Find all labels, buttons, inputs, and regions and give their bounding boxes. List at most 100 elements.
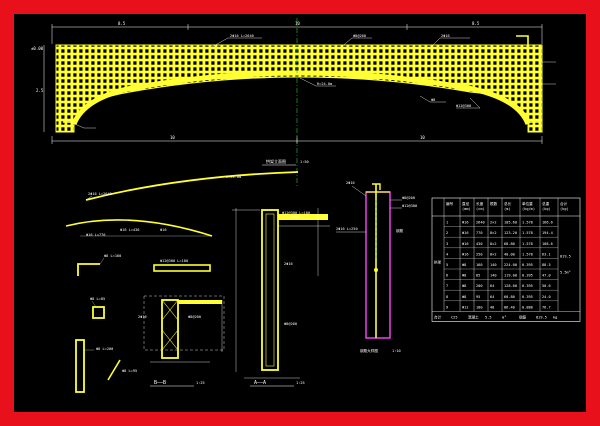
section-bb-label: B——B (154, 380, 166, 386)
svg-text:Φ8@200: Φ8@200 (402, 196, 415, 200)
svg-text:2Φ16 L=2640: 2Φ16 L=2640 (88, 192, 112, 196)
column-detail: 2Φ16 Φ8@200 Φ12@300 2Φ16 L=250 钢筋 钢筋大样图 … (336, 181, 417, 353)
table-cell: 1.578 (522, 242, 533, 246)
table-cell: 108.6 (542, 242, 553, 246)
table-cell: 1.578 (522, 252, 533, 256)
table-cell: 224.00 (504, 263, 517, 267)
svg-text:2Φ16: 2Φ16 (290, 215, 299, 219)
table-cell: 2×2 (490, 221, 497, 225)
table-cell: 770 (476, 231, 483, 235)
svg-text:Φ8@200: Φ8@200 (284, 322, 297, 326)
arch-intrados (71, 70, 531, 126)
svg-text:Φ8 L=200: Φ8 L=200 (96, 347, 113, 351)
table-cell: 8×2 (490, 231, 497, 235)
table-cell: 250 (476, 252, 483, 256)
section-bb-scale: 1:25 (196, 381, 205, 385)
table-cell: 128.00 (504, 284, 517, 288)
elevation-scale: 1:50 (300, 160, 309, 164)
rebar-table: 编号直径(mm)长度(cm)根数总长(m)单位重(kg/m)总重(kg)合计(k… (431, 197, 581, 322)
table-cell: 48 (490, 305, 494, 309)
svg-text:2Φ16: 2Φ16 (284, 262, 293, 266)
section-bb: Φ8@200 2Φ16 B——B 1:25 (138, 295, 225, 387)
note-rebar-3: 2Φ16 (441, 34, 450, 38)
svg-text:Φ8 L=95: Φ8 L=95 (122, 369, 137, 373)
dim-bottom-left: 10 (170, 135, 175, 140)
svg-text:Φ16 L=770: Φ16 L=770 (86, 233, 105, 237)
table-cell: 2 (446, 231, 448, 235)
svg-text:2Φ16: 2Φ16 (346, 181, 355, 185)
table-cell: 95 (476, 295, 480, 299)
table-footer-cell: 5.5 (485, 315, 492, 319)
table-cell: 140 (490, 274, 497, 278)
table-cell: 166.6 (542, 221, 553, 225)
svg-text:Φ16 L=430: Φ16 L=430 (120, 228, 139, 232)
table-cell: Φ8 (462, 263, 466, 267)
section-aa-label: A——A (254, 380, 266, 386)
elevation-title: 拱架立面图 (266, 158, 286, 164)
table-cell: 1.578 (522, 221, 533, 225)
table-cell: 47.0 (542, 274, 551, 278)
table-cell: Φ8 (462, 274, 466, 278)
table-cell: 105.60 (504, 221, 517, 225)
table-side-note: 5.5m³ (560, 271, 571, 275)
table-cell: 160 (476, 263, 483, 267)
svg-text:Φ12@300: Φ12@300 (402, 204, 417, 208)
table-header: (kg) (560, 207, 569, 211)
table-cell: 0.395 (522, 284, 533, 288)
table-cell: 0.395 (522, 263, 533, 267)
table-header: 长度 (476, 201, 484, 206)
table-cell: 119.00 (504, 274, 517, 278)
table-footer-cell: m³ (502, 315, 506, 319)
arch-elevation: 8.5 10 8.5 2.5 ±0.00 10 (31, 18, 556, 186)
svg-text:2Φ16 L=250: 2Φ16 L=250 (336, 227, 358, 231)
elev-label: ±0.00 (31, 46, 44, 51)
dim-top-mid: 10 (295, 21, 300, 26)
svg-text:Φ16: Φ16 (160, 228, 167, 232)
table-footer-cell: 合计 (434, 314, 442, 319)
table-footer-cell: C25 (451, 315, 458, 319)
table-header: 总重 (542, 201, 550, 206)
table-total: 819.5 (560, 255, 571, 259)
dim-top-left: 8.5 (118, 21, 126, 26)
note-rebar-2: Φ8@200 (353, 34, 366, 38)
table-cell: 3 (446, 242, 448, 246)
table-cell: 76.7 (542, 305, 551, 309)
table-cell: 40.00 (504, 252, 515, 256)
table-cell: Φ12 (462, 305, 469, 309)
table-cell: Φ16 (462, 231, 469, 235)
table-cell: 200 (476, 284, 483, 288)
table-cell: 2640 (476, 221, 485, 225)
table-header: 根数 (490, 201, 498, 206)
table-cell: 24.0 (542, 295, 551, 299)
note-rebar-1: 2Φ16 L=2640 (230, 34, 254, 38)
section-aa: 2Φ16 2Φ16 Φ8@200 Φ12@300 L=180 A——A 1:25 (232, 208, 330, 387)
table-header: (m) (504, 207, 511, 211)
table-cell: Φ16 (462, 242, 469, 246)
dim-top-right: 8.5 (472, 21, 480, 26)
table-header: (kg) (542, 207, 551, 211)
table-row-header: 拱架 (434, 260, 442, 265)
note-rebar-5: Φ12@300 (456, 104, 471, 108)
svg-text:Φ12@300 L=180: Φ12@300 L=180 (160, 259, 188, 263)
note-curve: R=24.0m (317, 82, 332, 86)
table-cell: 123.20 (504, 231, 517, 235)
table-header: 合计 (560, 201, 568, 206)
table-cell: 8×2 (490, 252, 497, 256)
table-cell: 1.578 (522, 231, 533, 235)
table-cell: 5 (446, 263, 448, 267)
table-cell: 180 (476, 305, 483, 309)
svg-text:Φ8 L=160: Φ8 L=160 (104, 254, 121, 258)
table-cell: 8 (446, 295, 448, 299)
svg-text:Φ8 L=85: Φ8 L=85 (90, 297, 105, 301)
table-cell: 0.888 (522, 305, 533, 309)
dim-bottom-right: 10 (420, 135, 425, 140)
table-header: (mm) (462, 207, 471, 211)
table-cell: 6 (446, 274, 448, 278)
table-cell: 86.40 (504, 305, 515, 309)
note-rebar-4: Φ8 (431, 98, 435, 102)
table-footer-cell: 混凝土 (468, 314, 479, 319)
table-cell: 0.395 (522, 274, 533, 278)
table-cell: 4 (446, 252, 448, 256)
table-cell: 63.1 (542, 252, 551, 256)
